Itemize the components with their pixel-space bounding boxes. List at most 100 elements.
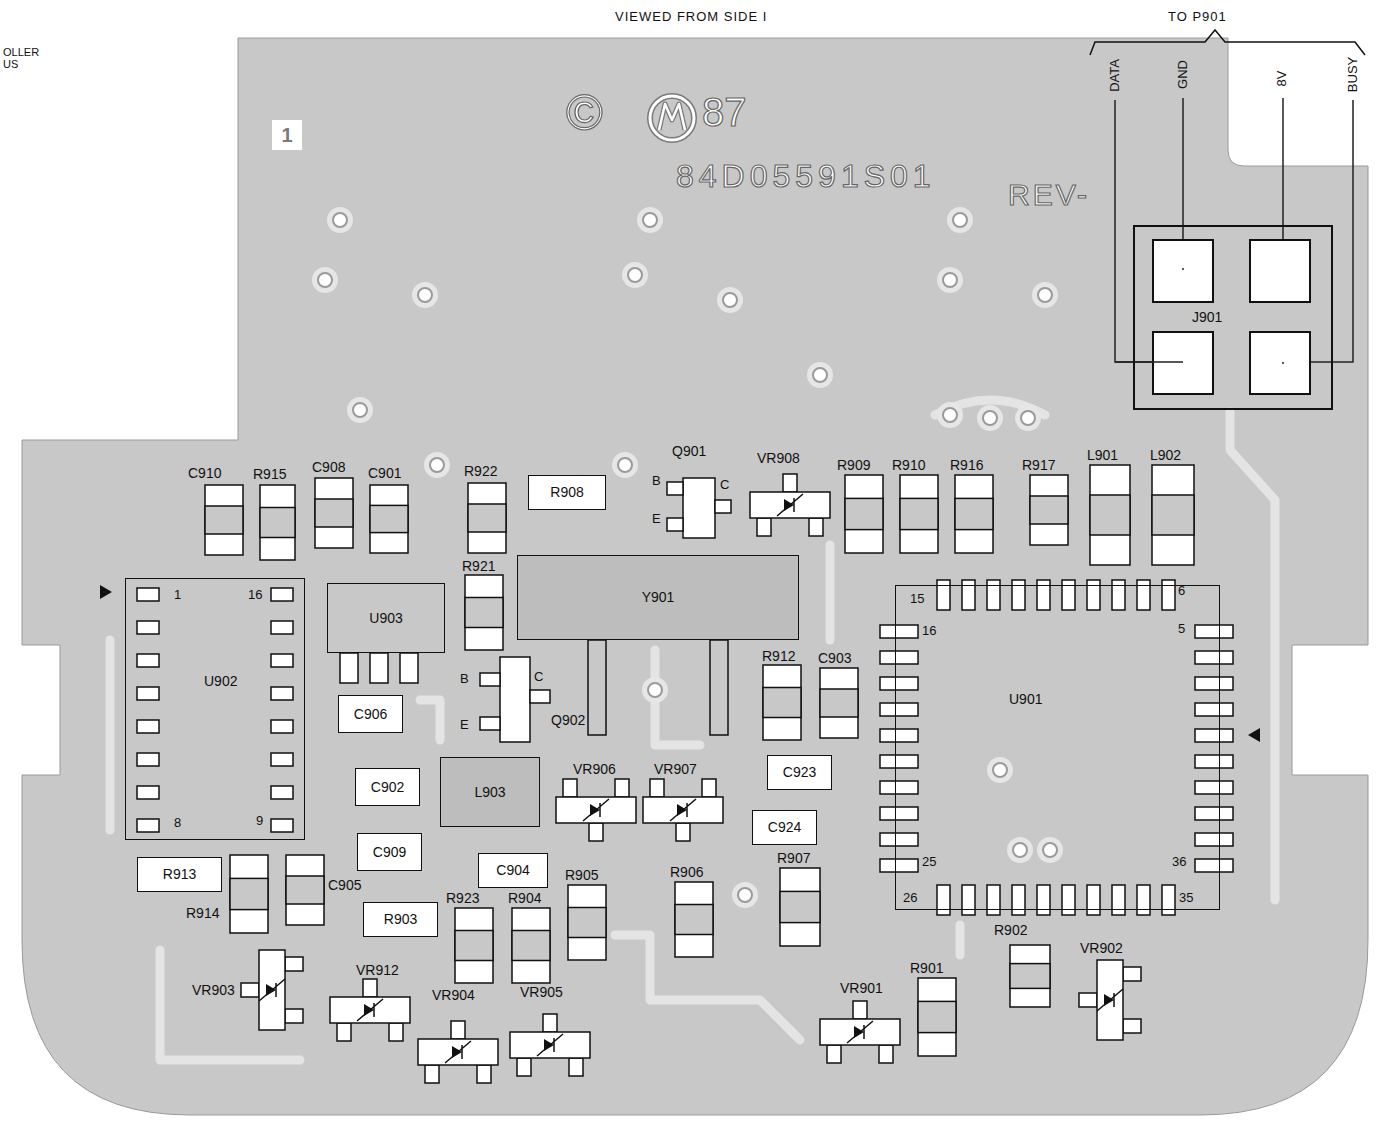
hole — [943, 408, 957, 422]
diode-pad — [451, 1021, 465, 1039]
two-terminal-part — [1010, 945, 1050, 1007]
pin-number: 6 — [1178, 584, 1185, 599]
signal-name: DATA — [1107, 59, 1122, 92]
connector-label: TO P901 — [1168, 10, 1227, 25]
cut-off-label: US — [3, 58, 18, 71]
trace — [106, 640, 115, 830]
ic-leg — [370, 653, 388, 683]
hole-ring — [937, 402, 963, 428]
hole-ring — [1032, 282, 1058, 308]
signal-name: GND — [1175, 60, 1190, 89]
via-hole — [612, 452, 638, 478]
diode-body — [750, 492, 830, 518]
zener-symbol — [820, 1001, 900, 1063]
reference-designator: R912 — [762, 648, 795, 664]
connector-pad — [1153, 332, 1213, 394]
reference-designator: Q901 — [672, 443, 706, 459]
capacitor-body: C924 — [752, 810, 817, 845]
diode-bar — [445, 1041, 471, 1063]
ic-pad — [1087, 885, 1100, 915]
pad-outline — [465, 575, 503, 650]
transistor-pad — [715, 500, 731, 513]
hole — [353, 403, 367, 417]
capacitor-body: C904 — [478, 853, 548, 888]
two-terminal-part — [455, 908, 493, 983]
logo-mark — [659, 104, 685, 130]
reference-designator: C903 — [818, 650, 851, 666]
connector-pad — [1153, 240, 1213, 302]
pin-number: 16 — [922, 624, 936, 639]
ic-pad — [1195, 703, 1233, 716]
diode-pad — [563, 779, 577, 797]
trace — [1230, 412, 1275, 900]
two-terminal-part — [780, 868, 820, 946]
zener-symbol — [241, 950, 303, 1030]
logo — [650, 96, 694, 140]
part-body — [465, 598, 503, 628]
inductor-designator: L903 — [474, 784, 505, 800]
ic-pad — [1195, 677, 1233, 690]
orientation-arrow — [100, 585, 112, 599]
diode-pad — [827, 1045, 841, 1063]
reference-designator: VR912 — [356, 962, 399, 978]
ic-pad — [271, 819, 293, 832]
capacitor-body: C902 — [355, 768, 420, 806]
resistor-designator: R908 — [550, 484, 583, 500]
hole — [723, 293, 737, 307]
pad-outline — [820, 668, 858, 738]
hole — [953, 213, 967, 227]
pin-number: 1 — [174, 588, 181, 603]
trace — [420, 700, 440, 740]
ic-pad — [1137, 885, 1150, 915]
ic-pad — [1195, 859, 1233, 872]
ic-pad — [1112, 885, 1125, 915]
capacitor-designator: C902 — [371, 779, 404, 795]
pad-outline — [205, 485, 243, 555]
leader-line — [1283, 100, 1353, 362]
pin-number: 9 — [256, 814, 263, 829]
part-body — [205, 506, 243, 534]
pin-letter: C — [720, 478, 729, 493]
trace — [956, 925, 965, 955]
transistor-pad — [480, 717, 500, 730]
diode-pad — [389, 1023, 403, 1041]
reference-designator: L902 — [1150, 447, 1181, 463]
diode-pad — [853, 1001, 867, 1019]
side-number: 1 — [281, 124, 292, 147]
ic-designator: U902 — [204, 673, 382, 689]
reference-designator: Q902 — [551, 712, 585, 728]
ic-pad — [137, 687, 159, 700]
zener-symbol — [510, 1014, 590, 1076]
ic-pad — [271, 753, 293, 766]
hole-ring — [612, 452, 638, 478]
diode-bar — [670, 799, 696, 821]
diode-pad — [783, 474, 797, 492]
connector-pad — [1250, 332, 1310, 394]
reference-designator: C901 — [368, 465, 401, 481]
component-pads — [137, 465, 1233, 1083]
via-hole — [1015, 405, 1041, 431]
ic-pad — [880, 651, 918, 664]
pad-outline — [675, 882, 713, 957]
via-hole — [807, 362, 833, 388]
via-hole — [637, 207, 663, 233]
crystal-leg — [588, 640, 606, 735]
pad-outline — [315, 478, 353, 548]
ic-outline: U902 — [125, 578, 305, 840]
two-terminal-part — [1030, 475, 1068, 545]
zener-symbol — [1079, 960, 1141, 1040]
hole-ring — [937, 267, 963, 293]
hole-ring — [947, 207, 973, 233]
part-body — [955, 498, 993, 529]
hole-ring — [807, 362, 833, 388]
two-terminal-part — [512, 908, 550, 983]
ic-pad — [880, 729, 918, 742]
pin-letter: C — [534, 670, 543, 685]
via-hole — [347, 397, 373, 423]
pad-outline — [370, 485, 408, 553]
ic-pad — [1195, 729, 1233, 742]
zener-symbol — [750, 474, 830, 536]
reference-designator: C910 — [188, 465, 221, 481]
via-hole — [937, 267, 963, 293]
leader-lines — [1115, 98, 1353, 362]
